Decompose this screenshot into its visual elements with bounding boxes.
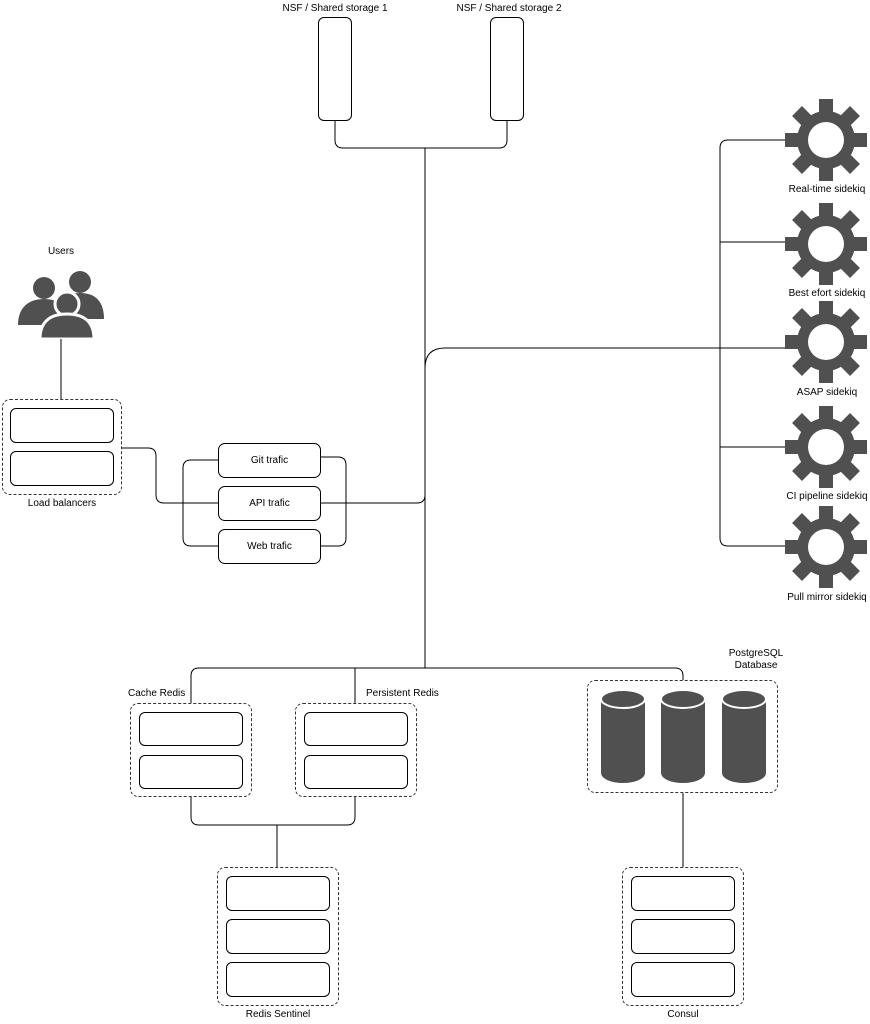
gear-icon-svg (785, 506, 867, 588)
traffic-left-bus (182, 459, 218, 547)
cache-redis-node-2[interactable] (139, 755, 243, 789)
consul-label: Consul (667, 1009, 699, 1020)
postgres-label-line2: Database (734, 660, 778, 671)
persistent-redis-node-1[interactable] (304, 712, 408, 746)
sidekiq-1-label: Real-time sidekiq (788, 184, 866, 195)
lb-connector (122, 447, 218, 504)
load-balancer-group (2, 399, 122, 495)
postgres-group (587, 680, 778, 793)
consul-group (622, 867, 744, 1006)
sidekiq-bus (719, 139, 785, 547)
persistent-redis-node-2[interactable] (304, 755, 408, 789)
storage-connector (334, 121, 508, 149)
database-icon[interactable] (660, 689, 706, 785)
gear-icon-svg (785, 406, 867, 488)
persistent-redis-group (295, 703, 417, 797)
bottom-distribution (190, 667, 684, 703)
redis-sentinel-label: Redis Sentinel (245, 1009, 311, 1020)
persistent-redis-label: Persistent Redis (366, 688, 439, 699)
redis-sentinel-node-1[interactable] (226, 876, 330, 911)
sidekiq-5-label: Pull mirror sidekiq (787, 592, 867, 603)
sidekiq-4-label: CI pipeline sidekiq (786, 491, 868, 502)
redis-sentinel-group (217, 867, 339, 1006)
sidekiq-2-label: Best efort sidekiq (788, 288, 866, 299)
users-label: Users (47, 246, 75, 257)
consul-node-3[interactable] (631, 962, 735, 997)
api-connector (321, 494, 426, 504)
load-balancer-1[interactable] (10, 408, 114, 443)
redis-sentinel-node-2[interactable] (226, 919, 330, 954)
gear-icon[interactable] (785, 203, 867, 285)
postgres-label-line1: PostgreSQL (728, 648, 784, 659)
cache-redis-node-1[interactable] (139, 712, 243, 746)
git-traffic-node[interactable]: Git trafic (218, 443, 321, 478)
database-icon[interactable] (600, 689, 646, 785)
database-icon[interactable] (721, 689, 767, 785)
load-balancer-2[interactable] (10, 451, 114, 486)
gear-icon[interactable] (785, 406, 867, 488)
consul-node-1[interactable] (631, 876, 735, 911)
cache-redis-group (130, 703, 252, 797)
web-traffic-node[interactable]: Web trafic (218, 529, 321, 564)
gear-icon[interactable] (785, 301, 867, 383)
storage-2-box[interactable] (490, 17, 524, 121)
storage-1-label: NSF / Shared storage 1 (282, 3, 388, 14)
api-traffic-node[interactable]: API trafic (218, 486, 321, 521)
storage-1-box[interactable] (318, 17, 352, 121)
gear-icon-svg (785, 301, 867, 383)
gear-icon[interactable] (785, 506, 867, 588)
sidekiq-3-label: ASAP sidekiq (796, 387, 858, 398)
sidekiq-connector (424, 347, 785, 369)
load-balancers-label: Load balancers (27, 498, 97, 509)
storage-2-label: NSF / Shared storage 2 (456, 3, 562, 14)
gear-icon-svg (785, 99, 867, 181)
consul-node-2[interactable] (631, 919, 735, 954)
gear-icon-svg (785, 203, 867, 285)
users-icon (18, 271, 104, 339)
cache-redis-label: Cache Redis (128, 688, 186, 699)
traffic-right-bus (321, 456, 347, 547)
gear-icon[interactable] (785, 99, 867, 181)
redis-bottom-connector (190, 797, 356, 826)
redis-sentinel-node-3[interactable] (226, 962, 330, 997)
